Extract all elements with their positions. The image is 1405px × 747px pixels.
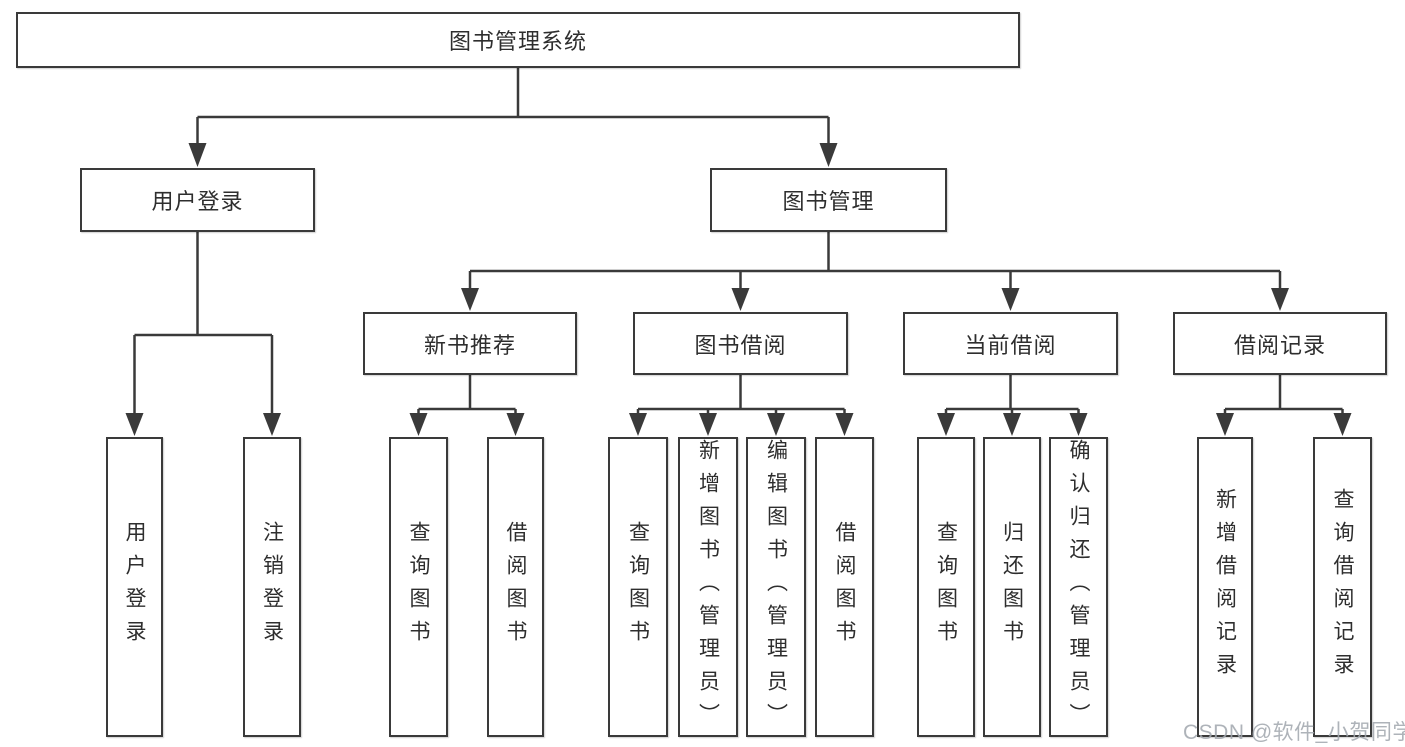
leaf-label: 新增借阅记录: [1213, 488, 1237, 686]
arrowhead: [767, 413, 785, 436]
leaf-label: 查询图书: [626, 521, 650, 653]
node-root: 图书管理系统: [16, 12, 1020, 68]
arrowhead: [188, 143, 207, 167]
leaf-query-books-recommend: 查询图书: [389, 437, 448, 737]
leaf-label: 用户登录: [123, 521, 146, 653]
leaf-add-books-admin: 新增图书（管理员）: [678, 437, 738, 737]
node-new-book-recommend: 新书推荐: [363, 312, 577, 375]
node-book-management: 图书管理: [710, 168, 947, 232]
node-borrow-records: 借阅记录: [1173, 312, 1387, 375]
arrowhead: [1216, 413, 1234, 436]
leaf-query-books-current: 查询图书: [917, 437, 975, 737]
leaf-label: 归还图书: [1000, 521, 1024, 653]
arrowhead: [937, 413, 955, 436]
node-borrow-records-label: 借阅记录: [1233, 332, 1326, 358]
arrowhead: [1333, 413, 1352, 436]
leaf-label: 查询图书: [934, 521, 958, 653]
leaf-query-books-borrow: 查询图书: [608, 437, 668, 737]
node-user-login: 用户登录: [80, 168, 315, 232]
arrowhead: [629, 413, 647, 436]
leaf-label: 查询图书: [407, 521, 430, 653]
leaf-label: 借阅图书: [833, 521, 856, 653]
leaf-return-books: 归还图书: [983, 437, 1041, 737]
arrowhead: [1001, 288, 1020, 311]
leaf-label: 注销登录: [260, 521, 284, 653]
node-root-label: 图书管理系统: [448, 29, 587, 54]
leaf-user-login: 用户登录: [106, 437, 163, 737]
node-book-borrow-label: 图书借阅: [694, 332, 787, 358]
arrowhead: [699, 413, 717, 436]
leaf-borrow-books-recommend: 借阅图书: [487, 437, 544, 737]
arrowhead: [263, 413, 281, 436]
watermark: CSDN @软件_小贺同学: [1183, 721, 1405, 744]
node-current-borrow-label: 当前借阅: [964, 332, 1057, 358]
arrowhead: [125, 413, 144, 436]
leaf-add-borrow-record: 新增借阅记录: [1197, 437, 1253, 737]
leaf-label: 编辑图书（管理员）: [764, 439, 788, 736]
leaf-confirm-return-admin: 确认归还（管理员）: [1049, 437, 1108, 737]
leaf-label: 新增图书（管理员）: [696, 439, 720, 736]
leaf-label: 确认归还（管理员）: [1067, 439, 1090, 736]
arrowhead: [731, 288, 750, 311]
leaf-label: 查询借阅记录: [1331, 488, 1354, 686]
leaf-borrow-books: 借阅图书: [815, 437, 874, 737]
leaf-label: 借阅图书: [504, 521, 527, 653]
leaf-query-borrow-record: 查询借阅记录: [1313, 437, 1372, 737]
node-current-borrow: 当前借阅: [903, 312, 1118, 375]
arrowhead: [1003, 413, 1021, 436]
node-book-management-label: 图书管理: [782, 189, 875, 214]
node-new-book-recommend-label: 新书推荐: [423, 332, 516, 358]
node-book-borrow: 图书借阅: [633, 312, 848, 375]
arrowhead: [409, 413, 428, 436]
node-user-login-label: 用户登录: [151, 189, 244, 214]
arrowhead: [1271, 288, 1289, 311]
leaf-logout: 注销登录: [243, 437, 301, 737]
arrowhead: [461, 288, 479, 311]
arrowhead: [506, 413, 525, 436]
arrowhead: [835, 413, 854, 436]
leaf-edit-books-admin: 编辑图书（管理员）: [746, 437, 806, 737]
arrowhead: [1069, 413, 1088, 436]
arrowhead: [819, 143, 838, 167]
